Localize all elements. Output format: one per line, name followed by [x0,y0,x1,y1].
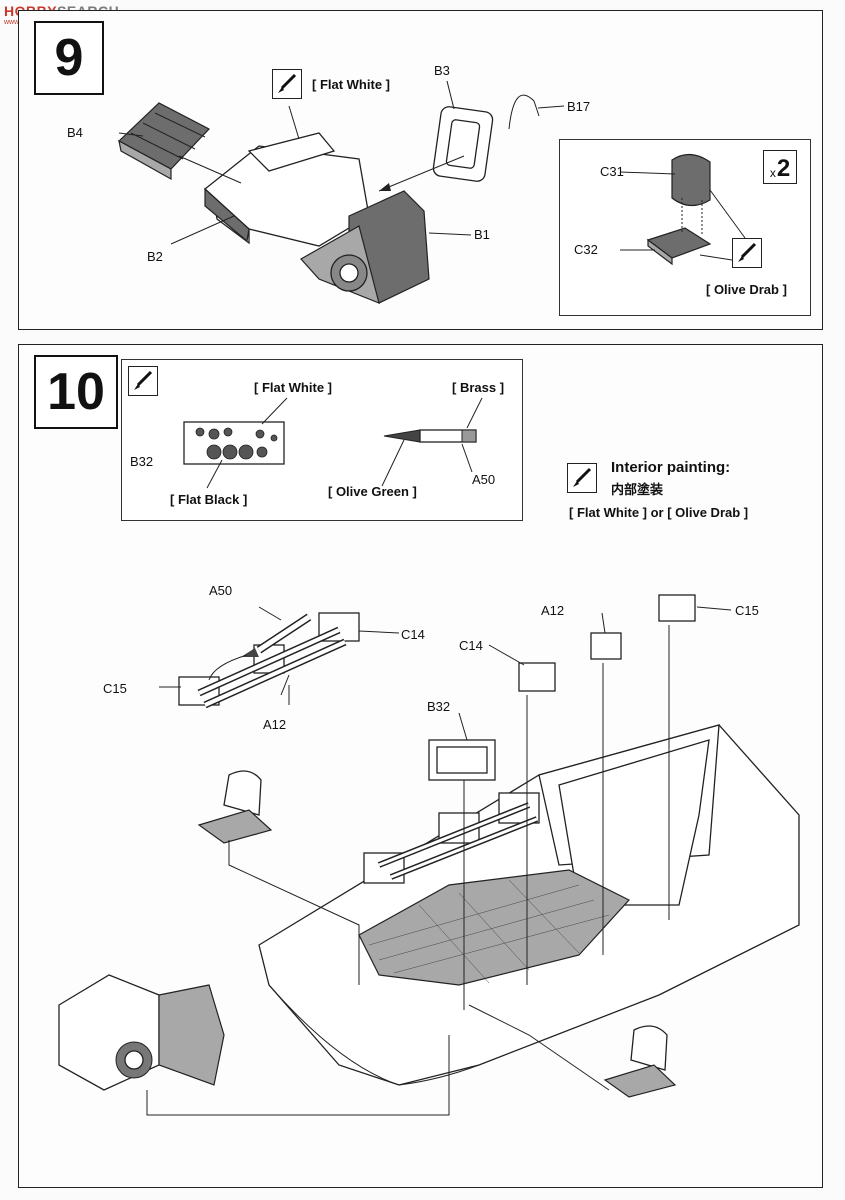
multiplier-count: 2 [776,155,791,182]
label-c32: C32 [574,242,598,257]
label-b2: B2 [147,249,163,264]
step-10-panel: 10 [ Flat White ] [ Brass ] B32 A50 [ Fl… [18,344,823,1188]
step-9-panel: 9 [ Flat White ] B3 B17 [18,10,823,330]
label-c15-right: C15 [735,603,759,618]
label-b1: B1 [474,227,490,242]
interior-painting-options: [ Flat White ] or [ Olive Drab ] [569,505,749,520]
interior-painting-title: Interior painting: [611,459,731,476]
step-9-number: 9 [34,21,104,95]
step-9-assembly-drawing [117,80,565,304]
label-b4: B4 [67,125,83,140]
label-a50: A50 [472,472,496,487]
paint-brush-icon [272,69,302,99]
paint-brass-label: [ Brass ] [452,380,505,395]
label-b17: B17 [567,99,591,114]
paint-brush-icon [732,238,762,268]
b32-a50-detail-drawing [183,397,483,489]
label-a12-right: A12 [541,603,565,618]
label-c31: C31 [600,164,624,179]
paint-olive-drab-label: [ Olive Drab ] [706,282,787,297]
interior-painting-subtitle: 内部塗装 [611,482,664,497]
label-b32: B32 [130,454,154,469]
paint-flat-white-label: [ Flat White ] [254,380,332,395]
paint-flat-black-label: [ Flat Black ] [170,492,248,507]
step-10-number: 10 [34,355,118,429]
paint-brush-icon [128,366,158,396]
label-b32: B32 [427,699,451,714]
label-a12-left: A12 [263,717,287,732]
paint-flat-white-label: [ Flat White ] [312,77,390,92]
label-c14-mid: C14 [459,638,483,653]
seat-subassembly-drawing [619,153,746,266]
paint-brush-icon [567,463,597,493]
step-10-hull-assembly-drawing [58,594,800,1116]
multiplier-x: x [769,166,776,180]
label-c14-left: C14 [401,627,425,642]
label-b3: B3 [434,63,450,78]
paint-olive-green-label: [ Olive Green ] [328,484,417,499]
label-a50: A50 [209,583,233,598]
paint-detail-box: [ Flat White ] [ Brass ] B32 A50 [ Flat … [121,359,523,521]
label-c15-left: C15 [103,681,127,696]
